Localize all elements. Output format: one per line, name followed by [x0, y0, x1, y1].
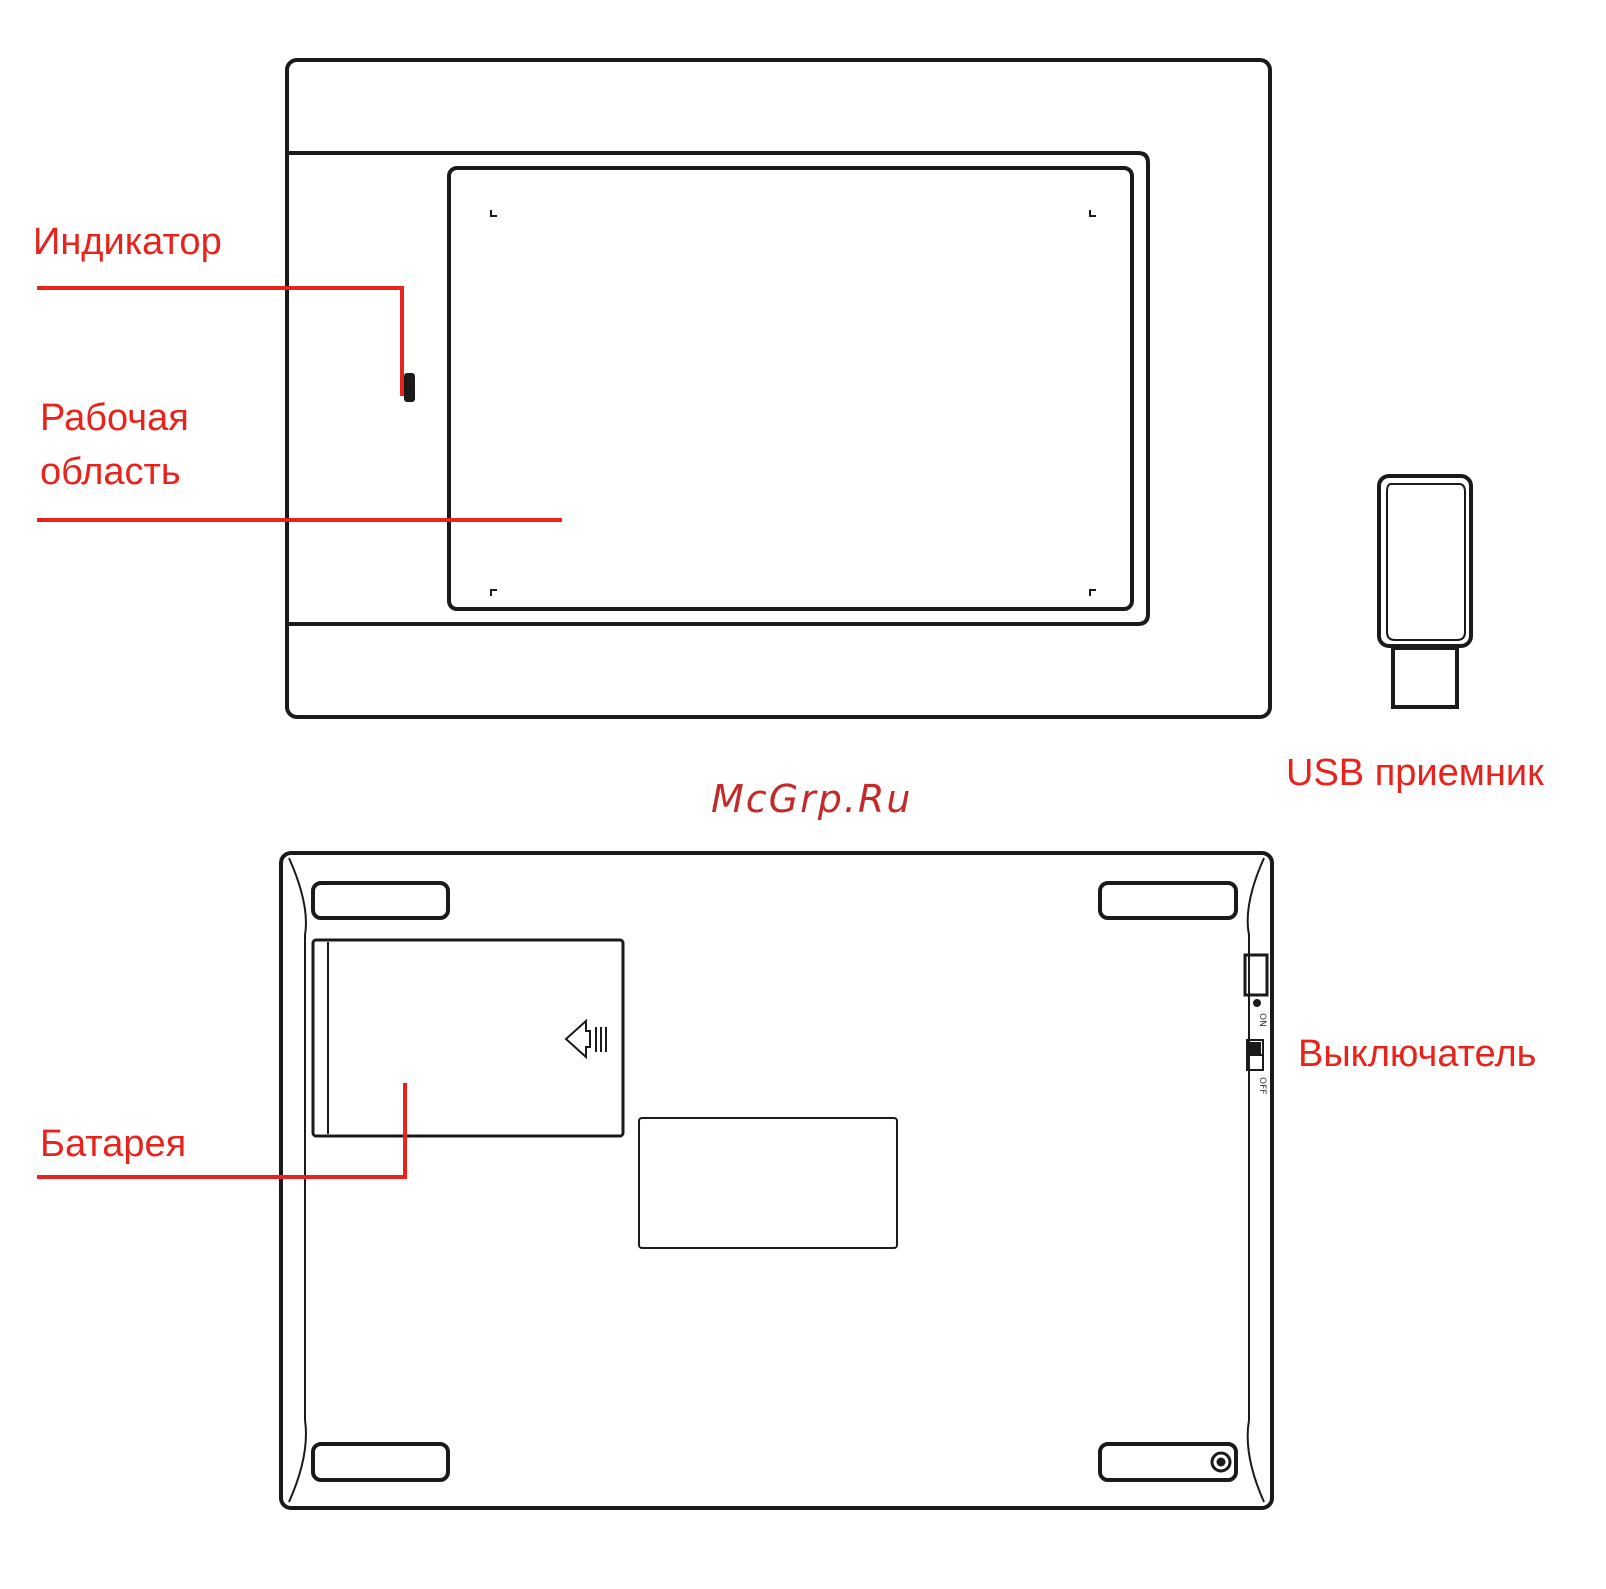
tablet-front-body: [287, 60, 1270, 717]
battery-compartment: [313, 940, 623, 1136]
indicator-led: [405, 374, 414, 401]
tablet-front-frame: [289, 153, 1148, 624]
indicator-label: Индикатор: [33, 215, 222, 269]
switch-off-mark: OFF: [1257, 1077, 1267, 1094]
switch-label: Выключатель: [1298, 1027, 1536, 1081]
watermark: McGrp.Ru: [711, 777, 912, 821]
work-area-corner-marks: [491, 210, 1096, 596]
foot-bottom-right: [1100, 1444, 1236, 1480]
usb-receiver-plug: [1393, 648, 1457, 707]
slide-arrow-icon: [566, 1021, 606, 1057]
switch-on-dot: [1253, 999, 1261, 1007]
tablet-back-view: [281, 853, 1272, 1508]
usb-receiver-body: [1379, 476, 1471, 646]
battery-label: Батарея: [40, 1117, 186, 1171]
switch-on-mark: ON: [1257, 1013, 1267, 1027]
work-area-label-line2: область: [40, 445, 181, 499]
usb-receiver-drawing: [1379, 476, 1471, 707]
work-area-surface: [449, 168, 1132, 609]
foot-bottom-left: [313, 1444, 448, 1480]
screw-icon: [1212, 1453, 1230, 1471]
foot-top-left: [313, 883, 448, 918]
label-plate: [639, 1118, 897, 1248]
tablet-back-body: [281, 853, 1272, 1508]
foot-top-right: [1100, 883, 1236, 918]
tablet-front-view: [287, 60, 1270, 717]
usb-receiver-label: USB приемник: [1286, 746, 1544, 800]
usb-receiver-inner: [1387, 484, 1465, 640]
indicator-callout-line: [37, 288, 402, 396]
work-area-label-line1: Рабочая: [40, 391, 189, 445]
back-left-contour: [289, 858, 306, 1502]
